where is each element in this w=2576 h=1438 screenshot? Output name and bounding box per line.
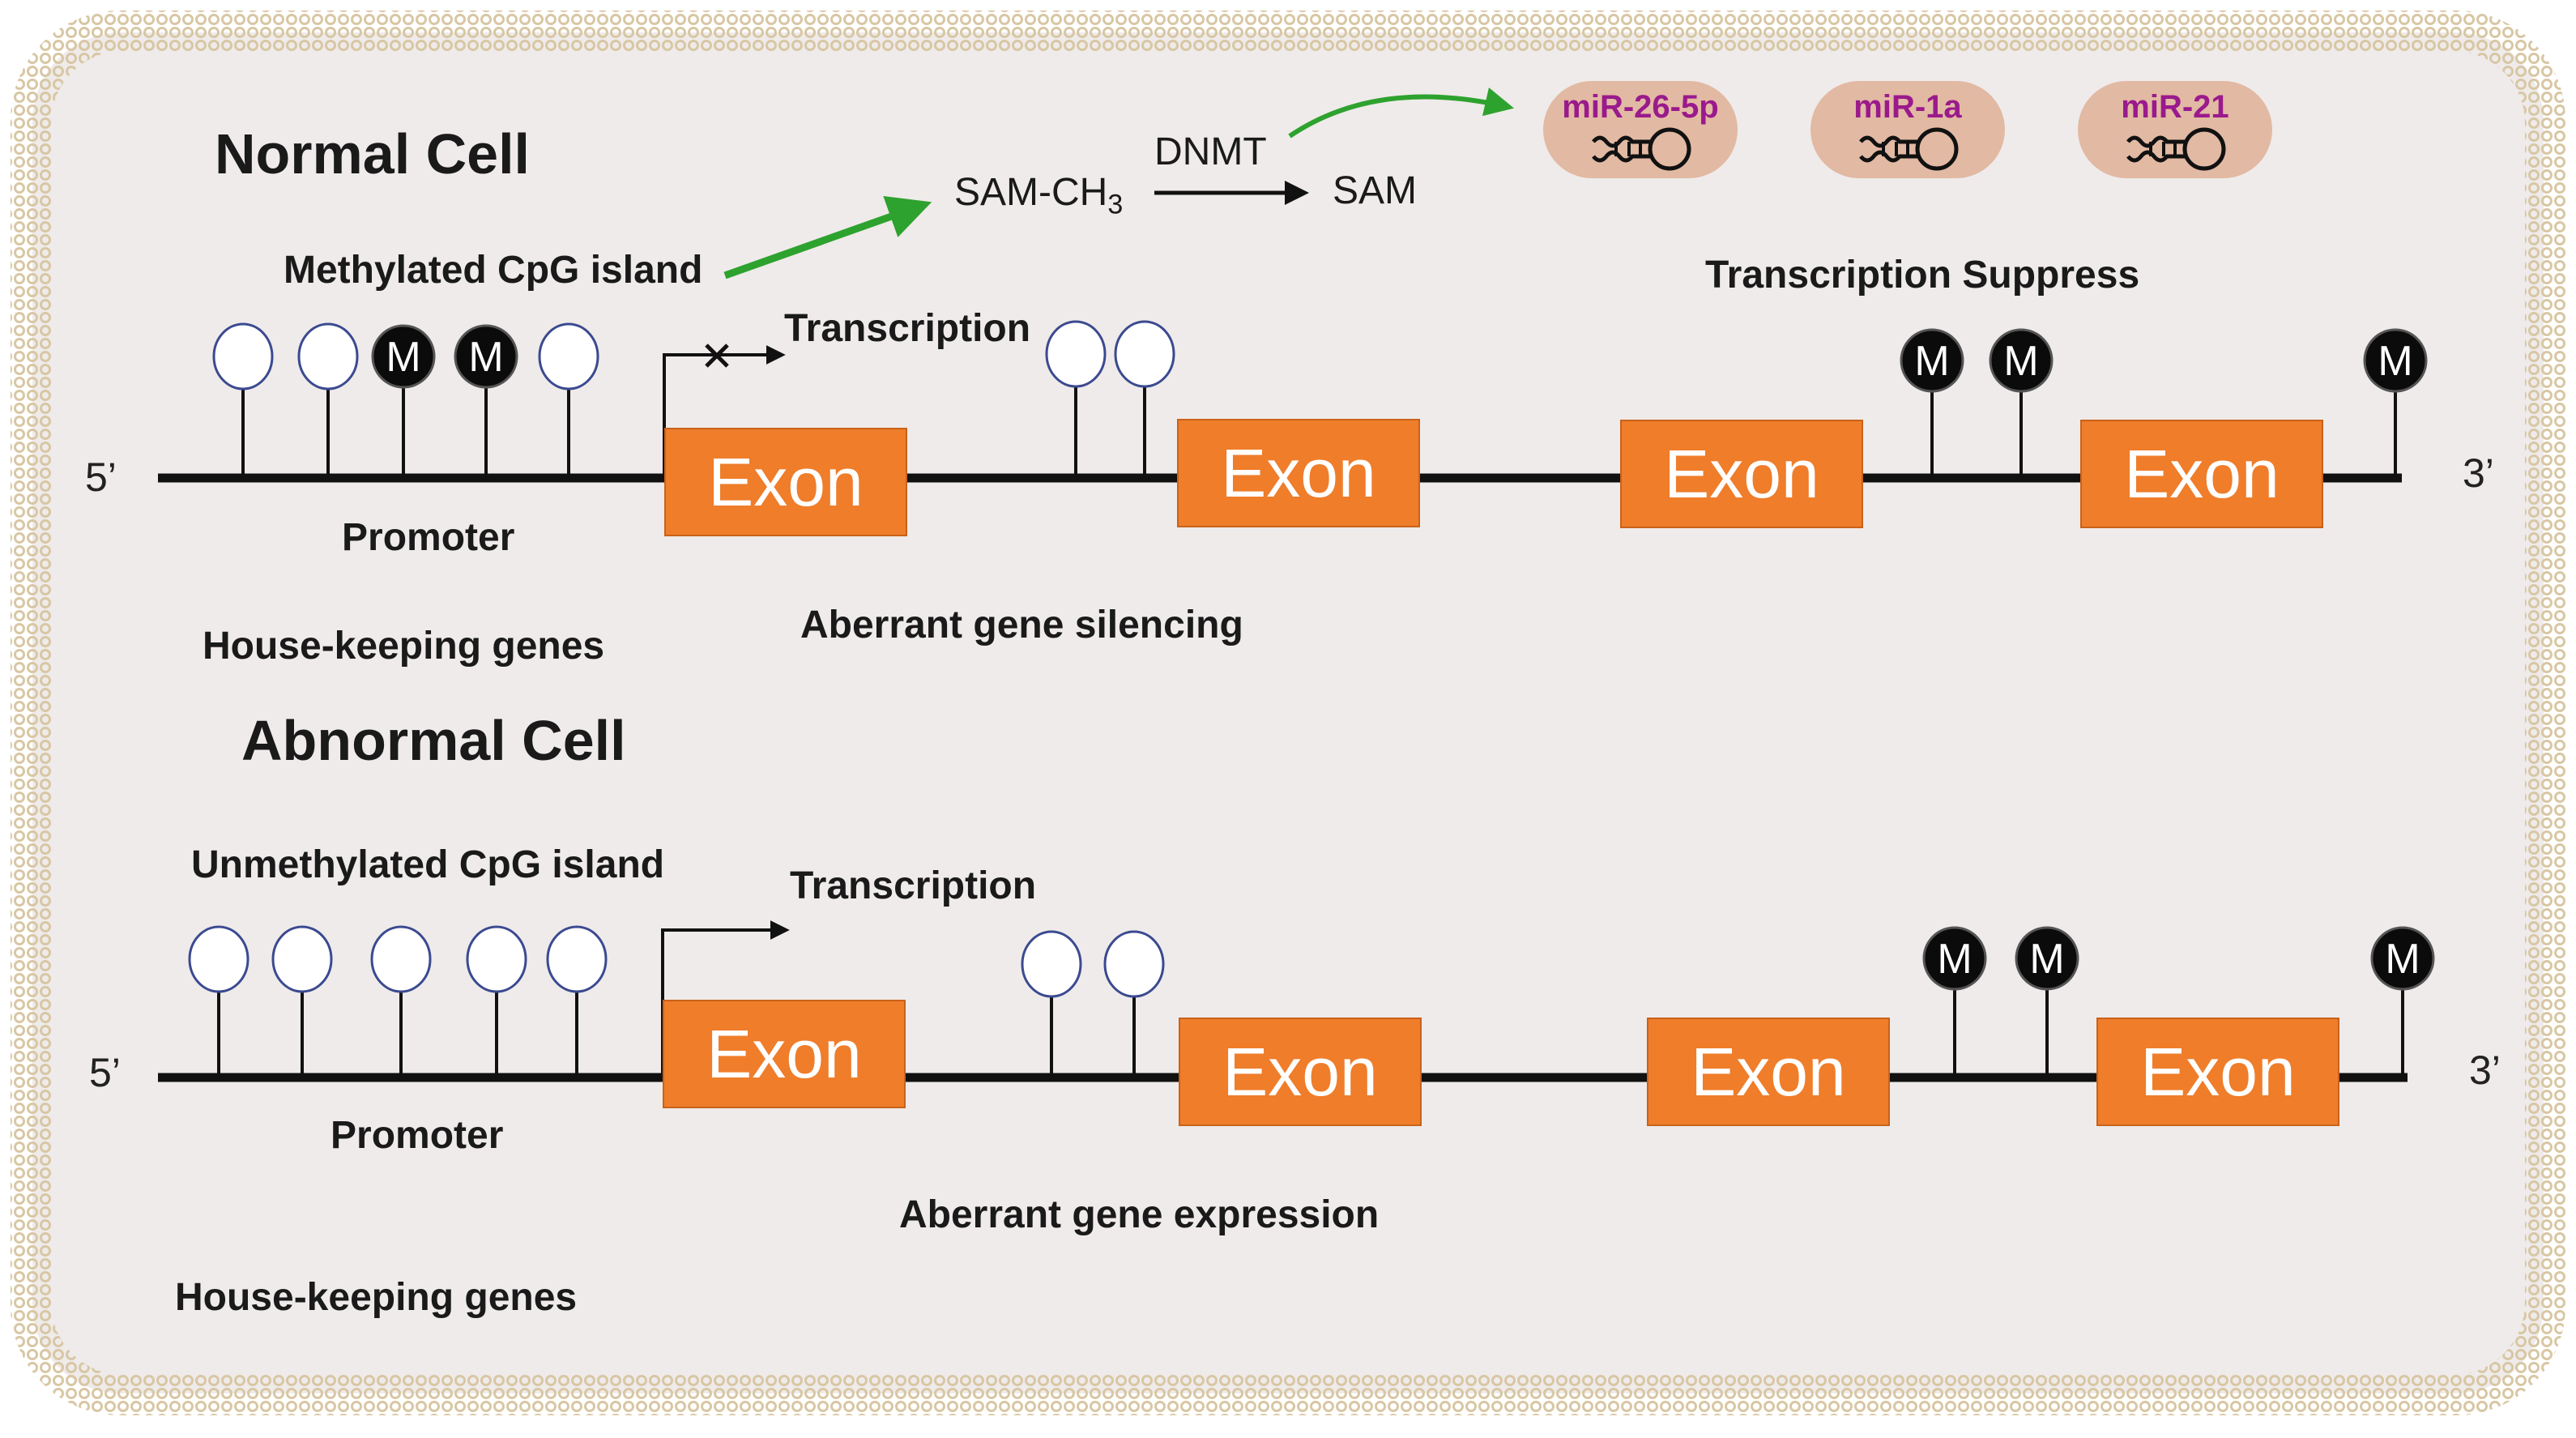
abnormal-exon-4: Exon bbox=[2096, 1018, 2339, 1126]
methylated-cpg bbox=[454, 324, 518, 389]
methyl-mark: M bbox=[1937, 936, 1972, 983]
abnormal-intron-cpg-1 bbox=[1103, 930, 1165, 1077]
methylated-cpg bbox=[1989, 328, 2054, 393]
methylated-cpg bbox=[2370, 926, 2435, 991]
unmethylated-cpg bbox=[212, 322, 274, 390]
methyl-mark: M bbox=[2003, 338, 2038, 385]
mirna-badge-mir-1a: miR-1a bbox=[1810, 81, 2005, 178]
abnormal-exonic-cpg-2: M bbox=[2370, 926, 2435, 1077]
methyl-mark: M bbox=[2029, 936, 2064, 983]
methylated-cpg bbox=[2363, 328, 2428, 393]
abnormal-promoter-cpg-3 bbox=[466, 925, 527, 1077]
normal-exon-3: Exon bbox=[1620, 420, 1863, 528]
abnormal-5prime-label: 5’ bbox=[89, 1050, 121, 1095]
membrane-inner-beads bbox=[33, 33, 2543, 1393]
hairpin-icon bbox=[1592, 127, 1691, 171]
normal-5prime-label: 5’ bbox=[85, 454, 117, 500]
ch3-subscript: 3 bbox=[1107, 189, 1124, 220]
dnmt-label: DNMT bbox=[1154, 130, 1267, 173]
normal-promoter-cpg-2: M bbox=[371, 324, 436, 478]
methylated-cpg-label: Methylated CpG island bbox=[284, 249, 703, 292]
normal-exonic-cpg-1: M bbox=[1989, 328, 2054, 478]
normal-promoter-label: Promoter bbox=[342, 516, 515, 559]
normal-exonic-cpg-2: M bbox=[2363, 328, 2428, 478]
mirna-name: miR-21 bbox=[2121, 89, 2229, 125]
unmethylated-cpg bbox=[297, 322, 359, 390]
methyl-mark: M bbox=[1914, 338, 1949, 385]
methylation-green-arrow bbox=[723, 196, 932, 279]
abnormal-promoter-cpg-1 bbox=[271, 925, 333, 1077]
methyl-mark: M bbox=[468, 334, 503, 381]
methylated-cpg bbox=[2015, 926, 2079, 991]
normal-promoter-cpg-4 bbox=[538, 322, 599, 478]
unmethylated-cpg bbox=[466, 925, 527, 993]
normal-promoter-cpg-3: M bbox=[454, 324, 518, 478]
normal-cell-title: Normal Cell bbox=[215, 122, 530, 186]
normal-transcription-label: Transcription bbox=[784, 307, 1031, 350]
methylated-cpg bbox=[1900, 328, 1964, 393]
abnormal-exon-2: Exon bbox=[1179, 1018, 1422, 1126]
aberrant-expression-label: Aberrant gene expression bbox=[899, 1193, 1380, 1236]
methylated-cpg bbox=[1922, 926, 1987, 991]
sam-ch3-label: SAM-CH3 bbox=[954, 171, 1124, 220]
normal-exon-1: Exon bbox=[664, 428, 907, 536]
unmethylated-cpg bbox=[1045, 320, 1107, 388]
abnormal-promoter-cpg-0 bbox=[188, 925, 249, 1077]
unmethylated-cpg bbox=[1103, 930, 1165, 998]
mirna-green-arrow bbox=[1288, 87, 1515, 139]
mirna-badge-mir-26-5p: miR-26-5p bbox=[1543, 81, 1738, 178]
abnormal-exon-1: Exon bbox=[663, 1000, 906, 1108]
unmethylated-cpg bbox=[538, 322, 599, 390]
abnormal-3prime-label: 3’ bbox=[2469, 1048, 2501, 1093]
abnormal-exon-3: Exon bbox=[1647, 1018, 1890, 1126]
normal-exon-4: Exon bbox=[2080, 420, 2323, 528]
abnormal-exonic-cpg-0: M bbox=[1922, 926, 1987, 1077]
unmethylated-cpg bbox=[546, 925, 608, 993]
transcription-blocked-x bbox=[705, 343, 729, 368]
aberrant-silencing-label: Aberrant gene silencing bbox=[800, 604, 1243, 646]
normal-intron-cpg-1 bbox=[1114, 320, 1175, 478]
methylated-cpg bbox=[371, 324, 436, 389]
unmethylated-cpg bbox=[271, 925, 333, 993]
normal-intron-cpg-0 bbox=[1045, 320, 1107, 478]
normal-housekeeping-label: House-keeping genes bbox=[203, 625, 605, 668]
abnormal-cell-title: Abnormal Cell bbox=[241, 709, 626, 772]
normal-promoter-cpg-1 bbox=[297, 322, 359, 478]
unmethylated-cpg bbox=[370, 925, 432, 993]
normal-exonic-cpg-0: M bbox=[1900, 328, 1964, 478]
abnormal-promoter-cpg-2 bbox=[370, 925, 432, 1077]
hairpin-icon bbox=[2126, 127, 2226, 171]
mirna-name: miR-26-5p bbox=[1562, 89, 1719, 125]
unmethylated-cpg bbox=[1021, 930, 1082, 998]
abnormal-exonic-cpg-1: M bbox=[2015, 926, 2079, 1077]
abnormal-intron-cpg-0 bbox=[1021, 930, 1082, 1077]
normal-3prime-label: 3’ bbox=[2463, 450, 2494, 496]
normal-exon-2: Exon bbox=[1177, 419, 1420, 527]
unmethylated-cpg-label: Unmethylated CpG island bbox=[191, 843, 665, 886]
methyl-mark: M bbox=[2378, 338, 2412, 385]
membrane-outer-beads bbox=[11, 11, 2565, 1415]
unmethylated-cpg bbox=[1114, 320, 1175, 388]
abnormal-promoter-cpg-4 bbox=[546, 925, 608, 1077]
mirna-name: miR-1a bbox=[1853, 89, 1962, 125]
transcription-suppress-label: Transcription Suppress bbox=[1705, 254, 2140, 297]
unmethylated-cpg bbox=[188, 925, 249, 993]
abnormal-promoter-label: Promoter bbox=[331, 1114, 504, 1157]
abnormal-transcription-label: Transcription bbox=[790, 864, 1037, 907]
mirna-badge-mir-21: miR-21 bbox=[2078, 81, 2272, 178]
sam-label: SAM bbox=[1333, 169, 1418, 212]
normal-promoter-cpg-0 bbox=[212, 322, 274, 478]
abnormal-housekeeping-label: House-keeping genes bbox=[175, 1276, 578, 1319]
methyl-mark: M bbox=[2385, 936, 2420, 983]
hairpin-icon bbox=[1859, 127, 1959, 171]
methyl-mark: M bbox=[386, 334, 420, 381]
